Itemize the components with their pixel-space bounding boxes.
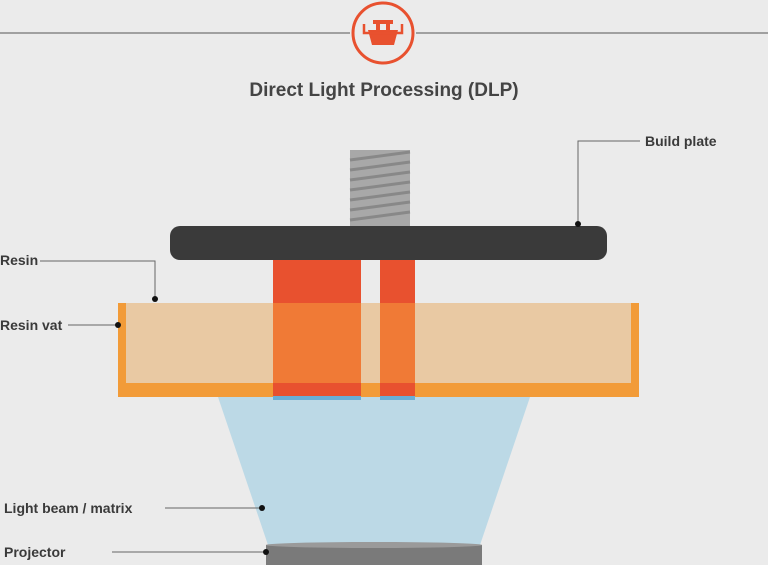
callout-lines (40, 140, 640, 553)
light-beam (218, 397, 530, 545)
part-in-resin-left (273, 303, 361, 383)
diagram-title: Direct Light Processing (DLP) (249, 80, 519, 101)
part-in-resin-right (380, 303, 415, 383)
dlp-printer-icon (351, 1, 415, 65)
callout-dots (115, 221, 581, 555)
label-resin-vat: Resin vat (0, 317, 63, 333)
label-projector: Projector (4, 544, 66, 560)
resin (126, 303, 631, 383)
label-resin: Resin (0, 252, 39, 268)
label-light-beam: Light beam / matrix (4, 500, 133, 516)
projector (266, 542, 482, 565)
screw (349, 150, 411, 228)
build-plate (170, 226, 607, 260)
label-build-plate: Build plate (645, 133, 717, 149)
cure-layer-left (273, 396, 361, 400)
cure-layer-right (380, 396, 415, 400)
